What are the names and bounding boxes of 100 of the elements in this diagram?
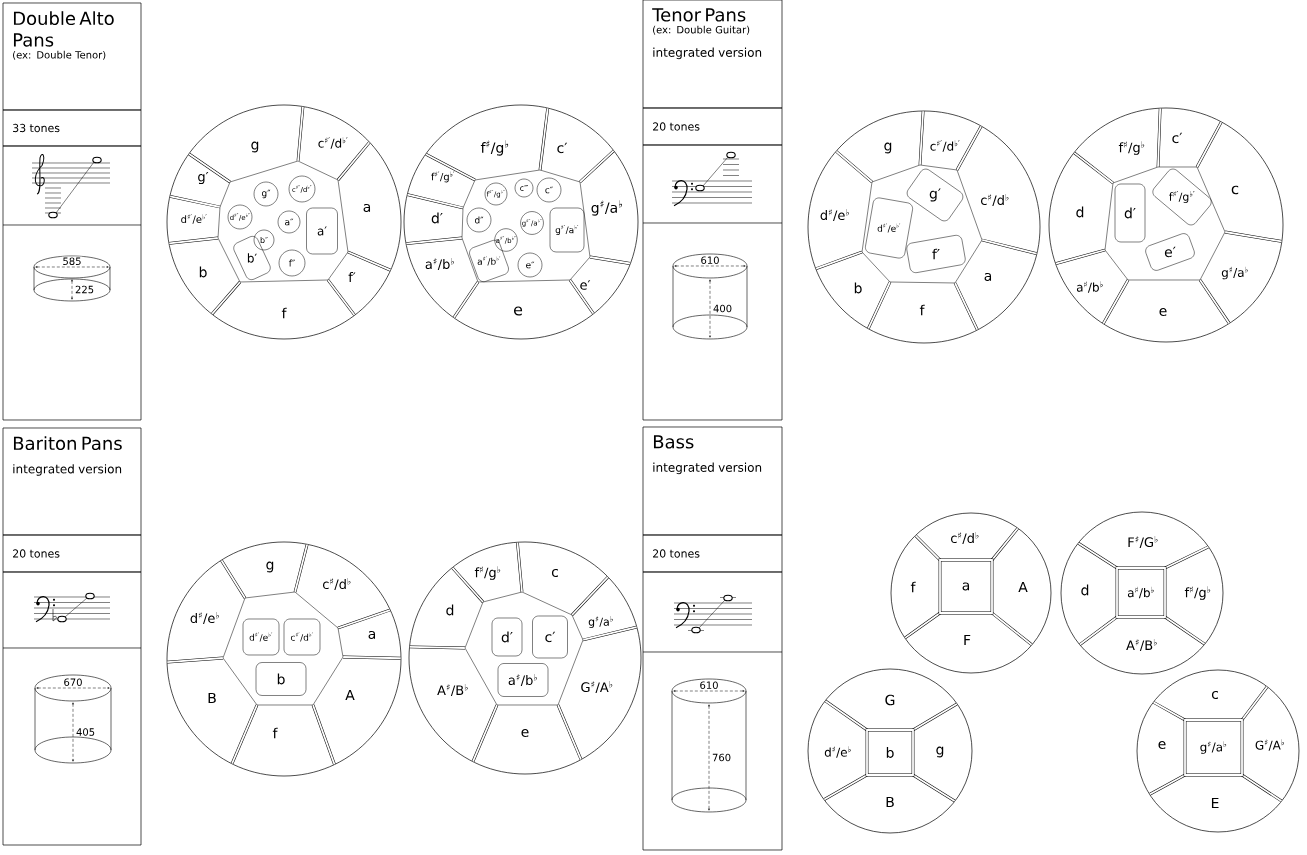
note-label: F$^{♯}$/G$^{♭}$ (1128, 535, 1158, 549)
note-label: f (272, 727, 278, 739)
note-label: f$^{♯}$/g$^{♭}$ (474, 566, 501, 580)
note-label: a$^{♯}$/b$^{♭}$ (425, 257, 454, 271)
note-label: c (551, 569, 558, 577)
note-label: F (964, 634, 971, 646)
note-label: g$^{♯}$/a$^{♭}$ (591, 200, 622, 216)
note-label: f (281, 307, 287, 319)
note-label: g (266, 561, 274, 573)
note-pad: g′ (929, 188, 941, 202)
note-label: c$^{♯}$/d$^{♭}$ (323, 577, 351, 591)
note-label: c (1231, 185, 1239, 195)
note-pad: d$^{♯′}$/e$^{♭′}$ (865, 197, 913, 259)
tone-count-cell: 20 tones (2, 534, 142, 573)
dimension-label: 400 (713, 304, 732, 313)
note-label: G$^{♯}$/A$^{♭}$ (1255, 739, 1284, 751)
note-label: a (363, 203, 370, 212)
note-pad: b (255, 662, 307, 696)
pan-drawing (403, 104, 639, 340)
note-pad: g$^{♯′}$/a$^{♭′}$ (549, 207, 585, 253)
note-pad: d′ (1114, 183, 1146, 243)
note-label: a$^{♯}$/b$^{♭}$ (1076, 281, 1103, 293)
note-label: A (345, 689, 355, 701)
tone-count-cell: 33 tones (2, 109, 142, 147)
pan-drawing (1048, 107, 1284, 343)
dimension-label: 585 (61, 256, 83, 266)
dimension-label: 670 (62, 677, 84, 687)
pan-drawing (1060, 511, 1224, 675)
note-label: A (1018, 581, 1028, 593)
note-label: f$^{♯}$/g$^{♭}$ (1184, 586, 1211, 600)
note-label: a (368, 631, 375, 639)
note-label: B (208, 692, 216, 704)
pan-drawing (807, 110, 1041, 344)
note-label: G$^{♯}$/A$^{♭}$ (581, 680, 613, 694)
note-label: f′ (348, 272, 356, 282)
note-pad: f$^{♯′}$/g$^{♭′}$ (1169, 191, 1195, 203)
note-pad: d$^{♯′}$/e$^{♭′}$ (242, 618, 280, 656)
note-label: d$^{♯}$/e$^{♭}$ (190, 611, 219, 625)
note-label: e (1158, 741, 1166, 749)
note-label: g$^{♯}$/a$^{♭}$ (1221, 266, 1248, 280)
note-label: g (251, 141, 259, 153)
note-label: c (1211, 691, 1218, 699)
note-label: e (1159, 308, 1167, 316)
title-cell: Bariton Pans integrated version (2, 427, 142, 536)
dimension-label: 405 (76, 728, 95, 736)
pan-drawing (166, 104, 402, 340)
note-label: d (446, 604, 454, 616)
note-pad: a′ (306, 207, 338, 255)
note-label: c′ (1172, 132, 1183, 144)
tone-count-cell: 20 tones (642, 107, 783, 146)
note-square: g$^{♯}$/a$^{♭}$ (1183, 718, 1244, 777)
dimension-label: 610 (698, 680, 720, 690)
note-label: e (521, 729, 529, 737)
dimension-label: 610 (699, 255, 721, 265)
note-label: d$^{♯}$/e$^{♭}$ (820, 208, 849, 222)
dimension-label: 225 (75, 285, 94, 294)
note-square: a$^{♯}$/b$^{♭}$ (1115, 566, 1167, 619)
note-label: a (984, 272, 992, 281)
note-label: A$^{♯}$/B$^{♭}$ (437, 683, 468, 697)
note-pad: f′ (906, 235, 966, 273)
note-label: f (910, 581, 916, 593)
note-label: g′ (198, 171, 209, 185)
note-pad: b′ (247, 253, 257, 263)
note-pad: d′ (491, 617, 523, 657)
note-label: b (199, 266, 207, 278)
pan-drawing (408, 541, 642, 775)
note-label: d (1076, 206, 1084, 218)
note-label: f$^{♯}$/g$^{♭}$ (480, 140, 509, 156)
note-label: A$^{♯}$/B$^{♭}$ (1126, 638, 1157, 652)
center-area (1104, 166, 1226, 281)
note-label: E (1211, 797, 1219, 809)
tone-count-cell: 20 tones (642, 534, 783, 573)
title-cell: Double Alto Pans (ex: Double Tenor) (2, 2, 142, 111)
center-area (222, 591, 344, 706)
note-pad: c$^{♯′}$/d$^{♭′}$ (283, 618, 321, 656)
note-label: e′ (580, 280, 591, 290)
note-label: c$^{♯′}$/d$^{♭′}$ (930, 140, 960, 152)
note-label: f (919, 304, 925, 316)
title-cell: Tenor Pans (ex: Double Guitar) integrated version (642, 0, 783, 109)
pan-drawing (166, 541, 402, 777)
pan-drawing (1136, 669, 1300, 833)
title-cell: Bass integrated version (642, 426, 783, 536)
note-label: G (885, 694, 895, 706)
note-label: d$^{♯′}$/e$^{♭′}$ (181, 214, 207, 224)
note-square: a (938, 558, 994, 615)
note-label: b (854, 282, 862, 294)
note-label: B (886, 796, 894, 808)
note-pad: a$^{♯}$/b$^{♭}$ (497, 663, 549, 697)
note-label: c′ (557, 142, 568, 154)
note-label: d$^{♯}$/e$^{♭}$ (824, 746, 851, 758)
note-label: f$^{♯}$/g$^{♭}$ (1118, 141, 1145, 155)
note-label: g$^{♯}$/a$^{♭}$ (588, 616, 613, 628)
note-pad: a$^{♯′}$/b$^{♭′}$ (477, 256, 501, 266)
note-label: c$^{♯′}$/d$^{♭′}$ (318, 137, 348, 149)
note-label: g (884, 142, 892, 154)
note-label: g (936, 746, 944, 758)
pan-drawing (807, 668, 973, 834)
note-pad: c′ (532, 615, 568, 659)
pan-drawing (890, 512, 1052, 674)
note-label: e (513, 306, 523, 316)
